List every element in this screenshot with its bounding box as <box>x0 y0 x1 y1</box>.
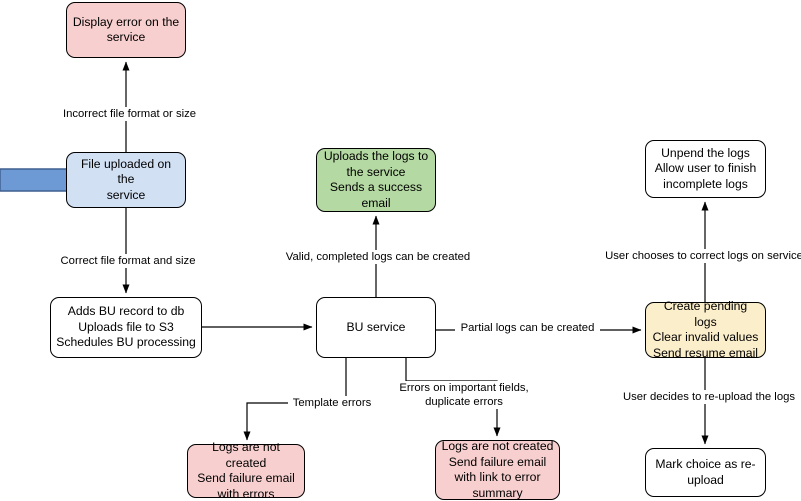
edge-label-template-errors: Template errors <box>288 396 376 410</box>
node-bu-service[interactable]: BU service <box>316 297 436 358</box>
node-logs-not-created-template[interactable]: Logs are not created Send failure email … <box>187 440 305 501</box>
node-logs-not-created-summary[interactable]: Logs are not created Send failure email … <box>435 439 560 500</box>
node-unpend-logs[interactable]: Unpend the logs Allow user to finish inc… <box>645 140 766 198</box>
edge-label-incorrect-format: Incorrect file format or size <box>55 107 204 121</box>
edge-label-errors-important-fields: Errors on important fields, duplicate er… <box>392 381 536 409</box>
edge-label-user-corrects-logs: User chooses to correct logs on service <box>602 249 801 263</box>
node-display-error[interactable]: Display error on the service <box>66 2 186 58</box>
node-uploads-logs[interactable]: Uploads the logs to the service Sends a … <box>316 148 436 212</box>
edge-label-user-reuploads: User decides to re-upload the logs <box>619 390 799 404</box>
edge-label-partial-logs: Partial logs can be created <box>455 321 600 335</box>
node-create-pending-logs[interactable]: Create pending logs Clear invalid values… <box>645 299 766 360</box>
edge-label-correct-format: Correct file format and size <box>55 254 201 268</box>
edge-label-valid-completed-logs: Valid, completed logs can be created <box>281 250 475 264</box>
node-mark-choice-reupload[interactable]: Mark choice as re- upload <box>645 448 766 497</box>
node-adds-bu-record[interactable]: Adds BU record to db Uploads file to S3 … <box>50 297 202 358</box>
node-file-uploaded[interactable]: File uploaded on the service <box>66 152 186 208</box>
